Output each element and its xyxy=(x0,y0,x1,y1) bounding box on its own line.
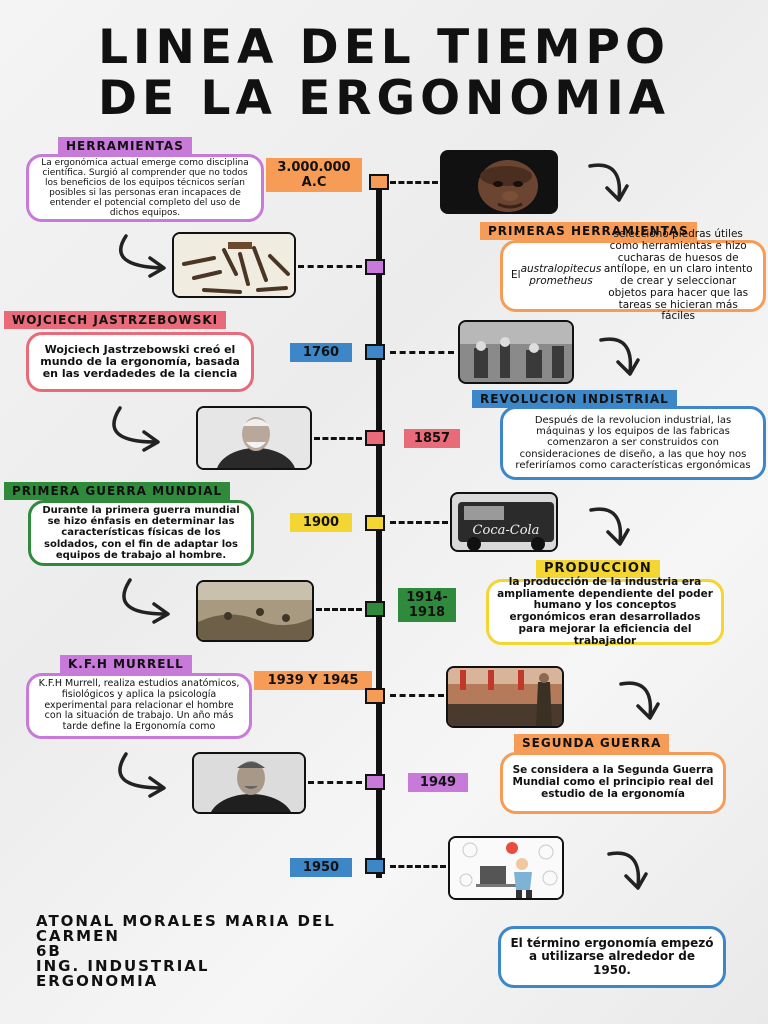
connector xyxy=(390,351,454,354)
connector xyxy=(390,181,438,184)
photo-coca-cola-truck: Coca-Cola xyxy=(450,492,558,552)
curved-arrow-icon xyxy=(122,578,170,624)
photo-portrait-old-man xyxy=(196,406,312,470)
author-name: ATONAL MORALES MARIA DEL xyxy=(36,912,336,930)
photo-old-tools xyxy=(172,232,296,298)
event-description: La ergonómica actual emerge como discipl… xyxy=(26,154,264,222)
curved-arrow-icon xyxy=(112,406,160,452)
curved-arrow-icon xyxy=(118,752,166,798)
date-label: 1857 xyxy=(404,429,460,448)
timeline-node xyxy=(365,774,385,790)
timeline-node xyxy=(365,430,385,446)
timeline-node xyxy=(365,688,385,704)
connector xyxy=(390,521,448,524)
curved-arrow-icon xyxy=(588,163,629,202)
date-label: 3.000.000 A.C xyxy=(266,158,362,192)
photo-desk-worker-illustration xyxy=(448,836,564,900)
author-career: ING. INDUSTRIAL xyxy=(36,957,210,975)
event-header: HERRAMIENTAS xyxy=(58,137,192,155)
timeline-node xyxy=(365,858,385,874)
curved-arrow-icon xyxy=(619,681,660,720)
event-header: SEGUNDA GUERRA xyxy=(514,734,670,752)
connector xyxy=(298,265,362,268)
event-description: K.F.H Murrell, realiza estudios anatómic… xyxy=(26,673,252,739)
event-header: PRODUCCION xyxy=(536,560,660,578)
event-description: El término ergonomía empezó a utilizarse… xyxy=(498,926,726,988)
curved-arrow-icon xyxy=(589,507,630,546)
timeline-node xyxy=(365,515,385,531)
page-title: LINEA DEL TIEMPO xyxy=(98,20,670,75)
timeline-node xyxy=(365,259,385,275)
date-label: 1939 Y 1945 xyxy=(254,671,372,690)
timeline-node xyxy=(369,174,389,190)
timeline-node xyxy=(365,344,385,360)
page-title-line2: DE LA ERGONOMIA xyxy=(98,71,670,126)
date-label: 1949 xyxy=(408,773,468,792)
photo-military-parade xyxy=(446,666,564,728)
event-description: la producción de la industria era amplia… xyxy=(486,576,724,646)
connector xyxy=(316,608,362,611)
event-header: PRIMERA GUERRA MUNDIAL xyxy=(4,482,231,500)
photo-war-trench xyxy=(196,580,314,642)
photo-portrait-murrell xyxy=(192,752,306,814)
date-label: 1950 xyxy=(290,858,352,877)
event-description: Durante la primera guerra mundial se hiz… xyxy=(28,500,254,566)
event-header: K.F.H MURRELL xyxy=(60,655,192,673)
event-description: El australopitecus prometheus seleccionó… xyxy=(500,228,766,322)
date-label: 1760 xyxy=(290,343,352,362)
timeline-node xyxy=(365,601,385,617)
photo-factory-workers xyxy=(458,320,574,384)
date-label: 1914- 1918 xyxy=(398,588,456,622)
connector xyxy=(390,694,444,697)
curved-arrow-icon xyxy=(599,337,640,376)
curved-arrow-icon xyxy=(119,234,166,278)
connector xyxy=(308,781,362,784)
event-description: Se considera a la Segunda Guerra Mundial… xyxy=(500,752,726,814)
event-header: WOJCIECH JASTRZEBOWSKI xyxy=(4,311,227,329)
author-group: 6B xyxy=(36,942,62,960)
event-header: PRIMERAS HERRAMIENTAS xyxy=(480,222,697,240)
author-name-line2: CARMEN xyxy=(36,927,120,945)
event-header: REVOLUCION INDISTRIAL xyxy=(472,390,677,408)
curved-arrow-icon xyxy=(607,851,648,890)
photo-australopithecus xyxy=(440,150,558,214)
event-description: Wojciech Jastrzebowski creó el mundo de … xyxy=(26,332,254,392)
svg-text:Coca-Cola: Coca-Cola xyxy=(473,523,540,538)
connector xyxy=(314,437,362,440)
event-description: Después de la revolucion industrial, las… xyxy=(500,406,766,480)
author-block: ATONAL MORALES MARIA DEL CARMEN 6B ING. … xyxy=(36,914,426,989)
date-label: 1900 xyxy=(290,513,352,532)
connector xyxy=(390,865,446,868)
author-subject: ERGONOMIA xyxy=(36,972,159,990)
